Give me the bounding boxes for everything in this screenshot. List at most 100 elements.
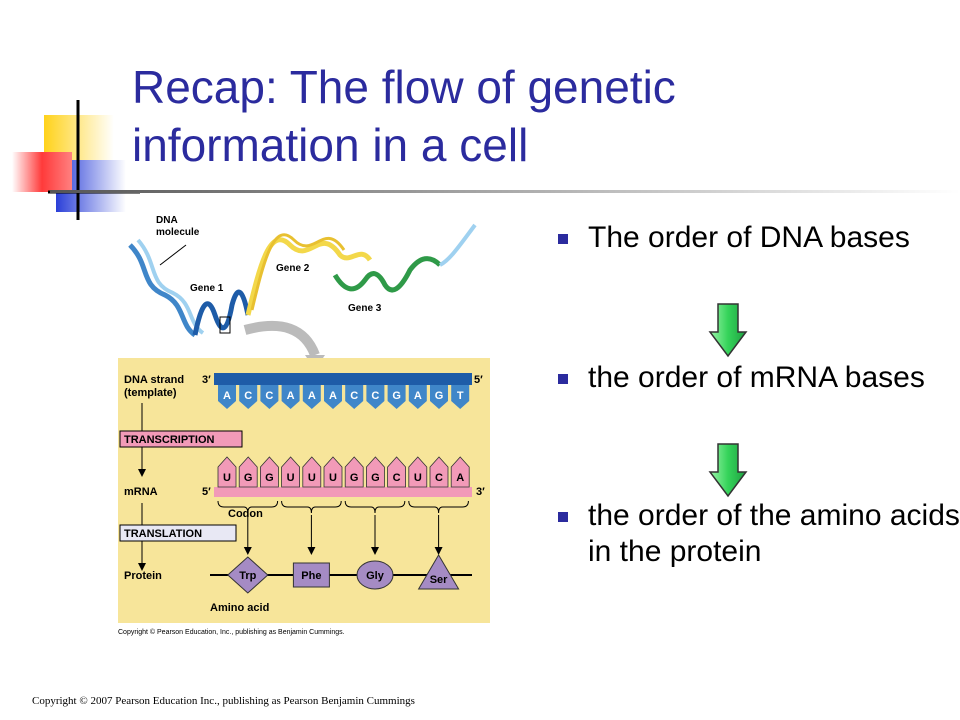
translation-box: [119, 524, 237, 542]
dna-base: [366, 385, 385, 409]
dna-base-letter: T: [457, 390, 464, 402]
mrna-base-letter: A: [456, 472, 464, 484]
dna-base-letter: C: [244, 390, 252, 402]
dna-backbone: [214, 373, 472, 385]
dna-base: [387, 385, 406, 409]
mrna-base: [217, 456, 237, 488]
dna-base: [260, 385, 279, 409]
amino-acid-label: Phe: [301, 570, 321, 582]
mrna-base: [429, 456, 449, 488]
corner-decoration: [12, 100, 140, 220]
dna-base-letter: A: [223, 390, 231, 402]
amino-acid-shape: [356, 560, 394, 590]
mrna-base-letter: U: [308, 472, 316, 484]
mrna-base: [344, 456, 364, 488]
dna-base-letter: G: [392, 390, 401, 402]
mrna-base-letter: G: [350, 472, 359, 484]
dna-base-letter: C: [350, 390, 358, 402]
gene1-label: Gene 1: [190, 283, 224, 294]
mrna-backbone: [214, 487, 472, 497]
transcription-box: [119, 430, 243, 448]
dna-base-letter: A: [329, 390, 337, 402]
codon-brace: [217, 500, 279, 514]
title-underline: [50, 190, 960, 193]
transcription-label: TRANSCRIPTION: [124, 434, 215, 446]
title-line-2: information in a cell: [132, 119, 529, 171]
bullet-marker: [558, 234, 568, 244]
mrna-base-letter: G: [265, 472, 274, 484]
mrna-base-letter: U: [329, 472, 337, 484]
dna-molecule-label-2: molecule: [156, 227, 200, 238]
mrna-base: [302, 456, 322, 488]
dna-molecule-label-1: DNA: [156, 215, 178, 226]
title-line-1: Recap: The flow of genetic: [132, 61, 676, 113]
bullet-marker: [558, 374, 568, 384]
bullet-text: the order of the amino acids in the prot…: [588, 499, 960, 568]
codon-brace: [281, 500, 342, 514]
dna-base-letter: C: [265, 390, 273, 402]
amino-acid-shape: [292, 562, 330, 588]
mrna-base: [323, 456, 343, 488]
amino-acid-shape: [227, 556, 269, 594]
dna-base: [324, 385, 342, 409]
bullet-marker: [558, 512, 568, 522]
dna-base: [408, 385, 427, 409]
bullet-dna-bases: The order of DNA bases: [550, 220, 960, 256]
amino-acid-label: Ser: [430, 574, 448, 586]
mrna-5-prime: 5′: [202, 486, 211, 498]
mrna-base-letter: C: [435, 472, 443, 484]
dna-base: [430, 385, 448, 409]
dna-base-letter: A: [414, 390, 422, 402]
bullet-amino-acids: the order of the amino acids in the prot…: [550, 498, 960, 570]
dna-5-prime: 5′: [474, 374, 483, 386]
bullet-text: the order of mRNA bases: [588, 361, 925, 394]
dna-base-letter: A: [308, 390, 316, 402]
bullet-text: The order of DNA bases: [588, 221, 910, 254]
arrow-down-icon: [708, 303, 748, 358]
figure-copyright: Copyright © Pearson Education, Inc., pub…: [118, 628, 345, 636]
dna-3-prime: 3′: [202, 374, 211, 386]
codon-arrow-head: [371, 547, 379, 555]
mrna-base-letter: U: [414, 472, 422, 484]
mrna-label: mRNA: [124, 486, 158, 498]
slide-footer: Copyright © 2007 Pearson Education Inc.,…: [32, 695, 415, 707]
dna-base-letter: C: [371, 390, 379, 402]
translation-label: TRANSLATION: [124, 528, 202, 540]
mrna-base-letter: C: [393, 472, 401, 484]
dna-base: [239, 385, 258, 409]
amino-acid-shape: [417, 554, 460, 590]
mrna-base-letter: G: [244, 472, 253, 484]
dna-base: [218, 385, 236, 409]
mrna-3-prime: 3′: [476, 486, 485, 498]
codon-arrow-head: [243, 547, 252, 555]
dna-molecule-illustration: DNA molecule Gene 1 Gene 2 Gene 3: [128, 215, 477, 370]
gene3-label: Gene 3: [348, 303, 382, 314]
dna-base: [345, 385, 364, 409]
mrna-base: [281, 456, 300, 488]
mrna-base: [260, 456, 279, 488]
gene-expression-diagram: DNA molecule Gene 1 Gene 2 Gene 3 DNA st…: [118, 215, 490, 636]
bullet-mrna-bases: the order of mRNA bases: [550, 360, 960, 396]
amino-acid-label: Gly: [366, 570, 385, 582]
mrna-base: [238, 456, 258, 488]
mrna-base-letter: U: [223, 472, 231, 484]
dna-strand-label-1: DNA strand: [124, 374, 184, 386]
mrna-base: [408, 456, 428, 488]
codon-brace: [408, 500, 469, 514]
amino-acid-label: Amino acid: [210, 602, 269, 614]
mrna-base-letter: U: [287, 472, 295, 484]
dna-base: [281, 385, 300, 409]
slide-title: Recap: The flow of genetic information i…: [132, 58, 932, 174]
codon-arrow-head: [434, 547, 443, 555]
codon-arrow-head: [307, 547, 316, 555]
codon-brace: [344, 500, 406, 514]
dna-base: [451, 385, 470, 409]
mrna-base: [366, 456, 385, 488]
amino-acid-label: Trp: [239, 570, 256, 582]
dna-strand-label-2: (template): [124, 387, 177, 399]
dna-base-letter: G: [435, 390, 444, 402]
mrna-base-letter: G: [371, 472, 380, 484]
mrna-base: [387, 456, 406, 488]
mrna-base: [450, 456, 470, 488]
dna-base: [302, 385, 321, 409]
